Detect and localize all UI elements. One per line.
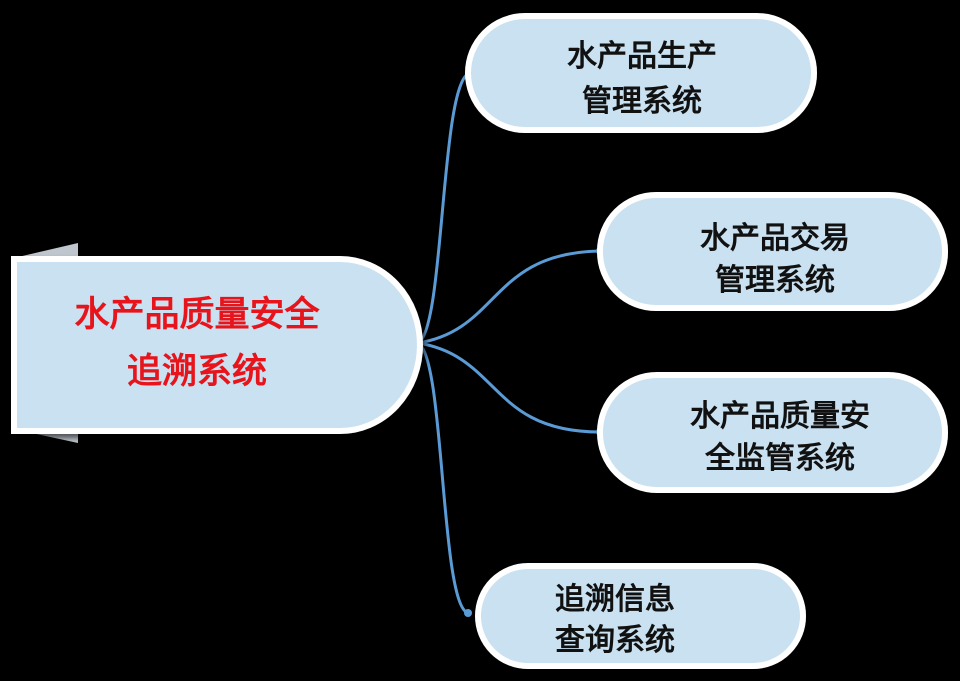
root-node-shape [11,256,423,434]
branch-node-supervision: 水产品质量安 全监管系统 [597,372,948,493]
branch-node-supervision-label-line-1: 水产品质量安 [690,399,870,434]
branch-node-supervision-label-line-2: 全监管系统 [704,441,855,476]
root-node: 水产品质量安全 追溯系统 [11,243,423,443]
branch-node-query-label-line-2: 查询系统 [555,623,675,658]
branch-node-production-label-line-1: 水产品生产 [567,39,717,74]
branch-node-production-shape [465,13,817,133]
connector-line-4 [417,341,469,615]
root-node-label-line-1: 水产品质量安全 [74,294,320,335]
branch-node-production-label-line-2: 管理系统 [582,84,702,119]
connector-line-2 [417,249,601,345]
branch-node-trading: 水产品交易 管理系统 [597,192,948,311]
connector-group [414,69,604,617]
connector-line-1 [417,71,471,345]
branch-node-trading-shape [597,192,948,311]
connector-dot-4 [464,609,472,617]
branch-node-query: 追溯信息 查询系统 [475,563,806,669]
branch-node-query-shape [475,563,806,669]
branch-node-supervision-shape [597,372,948,493]
branch-node-trading-label-line-2: 管理系统 [715,263,835,298]
branch-node-query-label-line-1: 追溯信息 [555,582,675,617]
branch-node-production: 水产品生产 管理系统 [465,13,817,133]
root-node-label-line-2: 追溯系统 [127,352,267,392]
branch-node-trading-label-line-1: 水产品交易 [700,221,850,256]
connector-line-3 [417,341,601,434]
